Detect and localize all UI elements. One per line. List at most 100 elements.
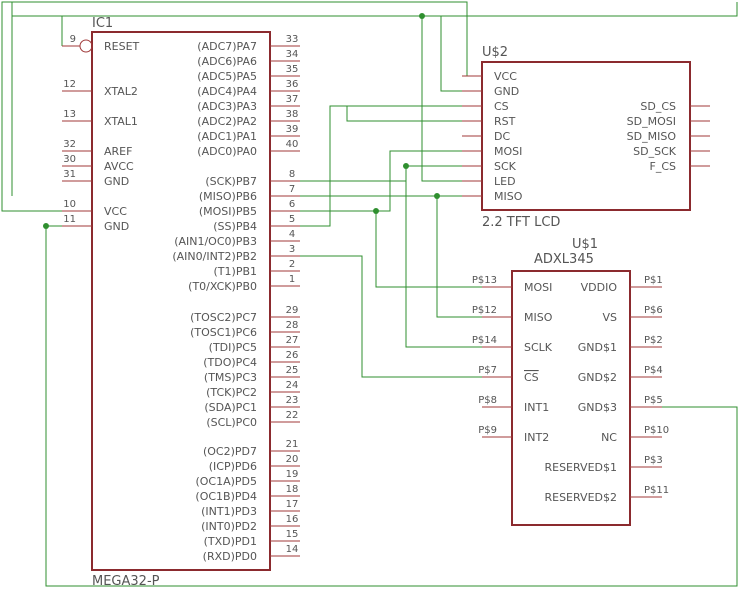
ic1-pin[interactable]: 33(ADC7)PA7	[197, 34, 300, 53]
ic1-pin[interactable]: 17(INT1)PD3	[201, 499, 300, 518]
ic1-pin[interactable]: 15(TXD)PD1	[204, 529, 300, 548]
u2-tft-lcd[interactable]: U$2 2.2 TFT LCD VCCGNDCSRSTDCMOSISCKLEDM…	[462, 45, 710, 230]
pin-number: 25	[286, 365, 299, 376]
pin-number: P$11	[644, 485, 669, 496]
u1-pin[interactable]: P$7CS	[478, 365, 538, 384]
u2-pin[interactable]: LED	[462, 175, 516, 188]
ic1-pin[interactable]: 24(TCK)PC2	[206, 380, 300, 399]
ic1-pin[interactable]: 28(TOSC1)PC6	[190, 320, 300, 339]
u2-pin[interactable]: F_CS	[650, 160, 711, 173]
ic1-pin[interactable]: 20(ICP)PD6	[209, 454, 300, 473]
ic1-pin[interactable]: 1(T0/XCK)PB0	[188, 274, 300, 293]
u2-pin[interactable]: CS	[462, 100, 509, 113]
pin-label: SCLK	[524, 341, 553, 354]
ic1-body[interactable]	[91, 31, 271, 571]
ic1-pin[interactable]: 5(SS)PB4	[213, 214, 300, 233]
ic1-pin[interactable]: 22(SCL)PC0	[206, 410, 300, 429]
ic1-pin[interactable]: 3(AIN0/INT2)PB2	[172, 244, 300, 263]
ic1-pin[interactable]: 21 (OC2)PD7	[203, 439, 300, 458]
u2-pin[interactable]: MISO	[462, 190, 523, 203]
pin-label: VCC	[494, 70, 517, 83]
pin-label: (MOSI)PB5	[199, 205, 257, 218]
ic1-pin[interactable]: 29(TOSC2)PC7	[190, 305, 300, 324]
u2-pin[interactable]: SD_MOSI	[627, 115, 710, 128]
ic1-pin[interactable]: 36(ADC4)PA4	[197, 79, 300, 98]
ic1-pin[interactable]: 14(RXD)PD0	[203, 544, 300, 563]
ic1-pin[interactable]: 2(T1)PB1	[214, 259, 300, 278]
u2-right-pins: SD_CS SD_MOSI SD_MISO SD_SCK F_CS	[627, 100, 710, 173]
junction-dot	[403, 163, 409, 169]
ic1-pin[interactable]: 26(TDO)PC4	[203, 350, 300, 369]
pin-number: 31	[63, 169, 76, 180]
u2-pin[interactable]: SCK	[462, 160, 517, 173]
ic1-pin[interactable]: 27(TDI)PC5	[209, 335, 300, 354]
pin-number: 21	[286, 439, 299, 450]
pin-label: MISO	[524, 311, 553, 324]
ic1-pin[interactable]: 23(SDA)PC1	[204, 395, 300, 414]
u2-pin[interactable]: RST	[462, 115, 516, 128]
u2-pin[interactable]: SD_MISO	[627, 130, 710, 143]
u2-pin[interactable]: SD_CS	[640, 100, 710, 113]
u2-pin[interactable]: SD_SCK	[633, 145, 710, 158]
pin-label: RST	[494, 115, 516, 128]
ic1-pin[interactable]: 8(SCK)PB7	[205, 169, 300, 188]
ic1-atmega32[interactable]: IC1 MEGA32-P 9RESET12XTAL213XTAL132AREF3…	[62, 16, 300, 589]
pin-label: (OC1B)PD4	[195, 490, 257, 503]
pin-label: (SCK)PB7	[205, 175, 257, 188]
ic1-pin[interactable]: 37(ADC3)PA3	[197, 94, 300, 113]
net-adxl-mosi	[375, 211, 512, 288]
junction-dot	[434, 193, 440, 199]
pin-label: GND$3	[578, 401, 617, 414]
pin-number: P$5	[644, 395, 663, 406]
ic1-pin[interactable]: 19(OC1A)PD5	[195, 469, 300, 488]
pin-number: P$8	[478, 395, 497, 406]
ic1-value: MEGA32-P	[92, 574, 160, 589]
ic1-pin[interactable]: 39(ADC1)PA1	[197, 124, 300, 143]
pin-label: (TOSC1)PC6	[190, 326, 257, 339]
ic1-pin[interactable]: 40(ADC0)PA0	[197, 139, 300, 158]
u2-pin[interactable]: MOSI	[462, 145, 522, 158]
ic1-pin[interactable]: 7(MISO)PB6	[199, 184, 300, 203]
ic1-pin[interactable]: 4(AIN1/OC0)PB3	[174, 229, 300, 248]
u1-pin[interactable]: P$6VS	[602, 305, 662, 324]
ic1-pin[interactable]: 6(MOSI)PB5	[199, 199, 300, 218]
u2-left-pins: VCC GND CS RST DC MOSI SCK LED MISO	[462, 70, 523, 203]
ic1-pin[interactable]: 16(INT0)PD2	[201, 514, 300, 533]
u1-body[interactable]	[511, 270, 631, 526]
pin-label: (OC2)PD7	[203, 445, 257, 458]
ic1-pin[interactable]: 38(ADC2)PA2	[197, 109, 300, 128]
u1-adxl345[interactable]: U$1 ADXL345 P$13MOSIP$12MISOP$14SCLKP$7C…	[472, 237, 669, 526]
pin-label: VS	[602, 311, 617, 324]
ic1-pin[interactable]: 35(ADC5)PA5	[197, 64, 300, 83]
pin-label: GND	[494, 85, 519, 98]
ic1-pin[interactable]: 25(TMS)PC3	[204, 365, 300, 384]
u2-pin[interactable]: VCC	[462, 70, 517, 83]
pin-label: (TCK)PC2	[206, 386, 257, 399]
pin-label: XTAL2	[104, 85, 138, 98]
ic1-pin[interactable]: 18(OC1B)PD4	[195, 484, 300, 503]
u2-pin[interactable]: DC	[462, 130, 510, 143]
ic1-pin[interactable]: 34(ADC6)PA6	[197, 49, 300, 68]
pin-number: 5	[289, 214, 295, 225]
u2-pin[interactable]: GND	[462, 85, 519, 98]
